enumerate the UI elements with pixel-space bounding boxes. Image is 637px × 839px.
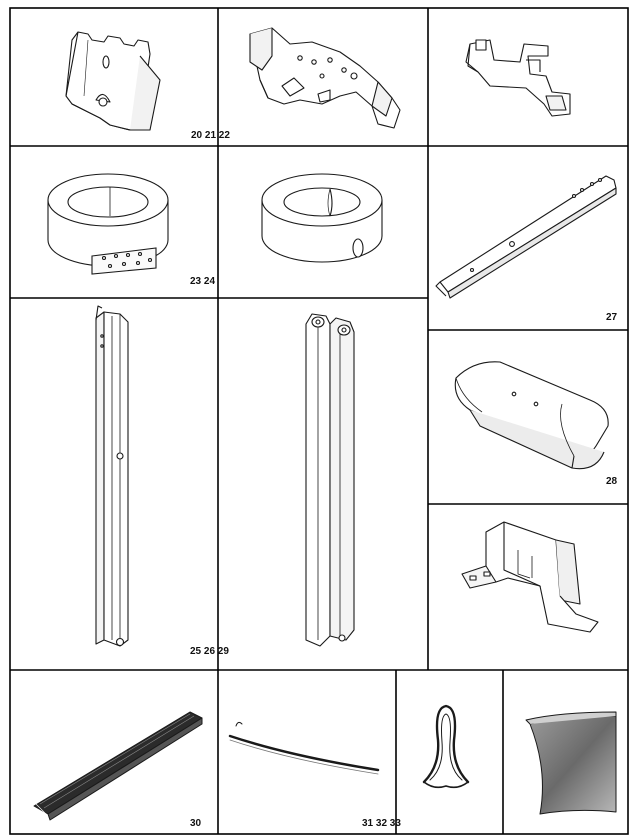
roll-icon: [48, 174, 168, 274]
label-parts-31-32-33: 31 32 33: [362, 818, 401, 829]
support-bracket-icon: [66, 32, 160, 130]
wire-icon: [230, 722, 378, 774]
label-part-27: 27: [606, 312, 618, 323]
clip-icon: [424, 706, 468, 787]
label-parts-20-21-22: 20 21 22: [191, 130, 230, 141]
outer-border: [9, 7, 629, 835]
label-part-28: 28: [606, 476, 618, 487]
cap-icon: [455, 362, 608, 469]
post-icon: [306, 314, 354, 646]
tread-icon: [34, 712, 202, 820]
label-part-30: 30: [190, 818, 202, 829]
grid-lines: [9, 7, 629, 835]
z-bracket-icon: [466, 40, 570, 116]
flap-icon: [526, 712, 616, 814]
label-parts-25-26-29: 25 26 29: [190, 646, 229, 657]
post-icon: [96, 306, 128, 646]
label-parts-23-24: 23 24: [190, 276, 215, 287]
bracket-icon: [462, 522, 598, 632]
arch-plate-icon: [250, 28, 400, 128]
roll-icon: [262, 174, 382, 262]
rail-icon: [436, 176, 616, 298]
